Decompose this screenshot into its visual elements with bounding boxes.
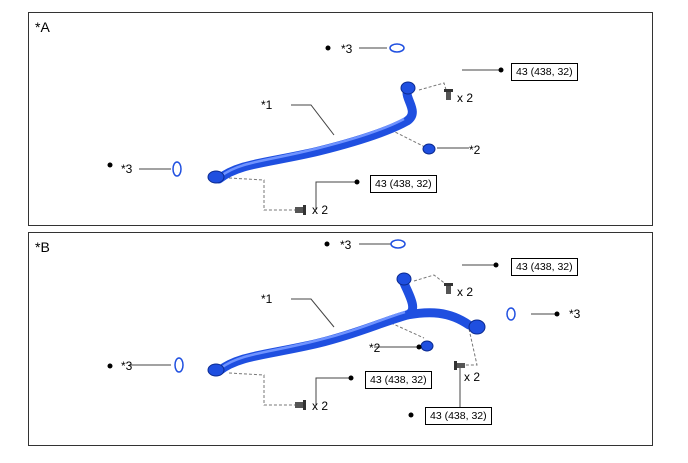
callout-gasket-top: *3 [340,238,352,252]
gasket-left-a [172,161,182,177]
bolt-count: x 2 [312,399,329,413]
bracket-a [422,143,436,155]
bolt-count: x 2 [457,285,474,299]
callout-gasket-right: *3 [569,307,581,321]
bolt-icon [295,205,306,215]
bolt-icon [444,89,453,100]
gasket-right-b [506,307,516,321]
callout-bracket: *2 [469,143,481,157]
bolt-count: x 2 [312,203,329,217]
callout-pipe: *1 [261,292,273,306]
panel-a: *A [28,12,653,226]
torque-spec: 43 (438, 32) [365,371,432,389]
bullet-dots [107,241,560,418]
bolt-count: x 2 [464,370,481,384]
callout-pipe: *1 [261,98,273,112]
bolt-icon [454,361,465,370]
dashed-lines [228,274,478,406]
panel-label: *B [35,239,50,255]
torque-spec: 43 (438, 32) [511,258,578,276]
bolt-count: x 2 [457,91,474,105]
callout-gasket-top: *3 [341,42,353,56]
leader-lines [129,243,557,409]
gasket-top-a [389,43,405,53]
callout-gasket-left: *3 [121,359,133,373]
bolt-icon [444,283,453,294]
gasket-top-b [390,239,406,249]
callout-gasket-left: *3 [121,162,133,176]
callout-bracket: *2 [369,341,381,355]
gasket-left-b [174,357,184,373]
torque-spec: 43 (438, 32) [370,175,437,193]
panel-label: *A [35,19,50,35]
torque-spec: 43 (438, 32) [425,407,492,425]
panel-b: *B [28,232,653,446]
bracket-b [420,340,434,352]
bolt-icon [295,400,306,410]
bullet-dots [107,45,504,185]
diagram-a [107,43,504,215]
exhaust-pipe-a [207,81,417,184]
torque-spec: 43 (438, 32) [511,63,578,81]
diagram-b [107,239,560,418]
exhaust-pipe-b [207,272,486,377]
leader-lines [139,47,499,210]
